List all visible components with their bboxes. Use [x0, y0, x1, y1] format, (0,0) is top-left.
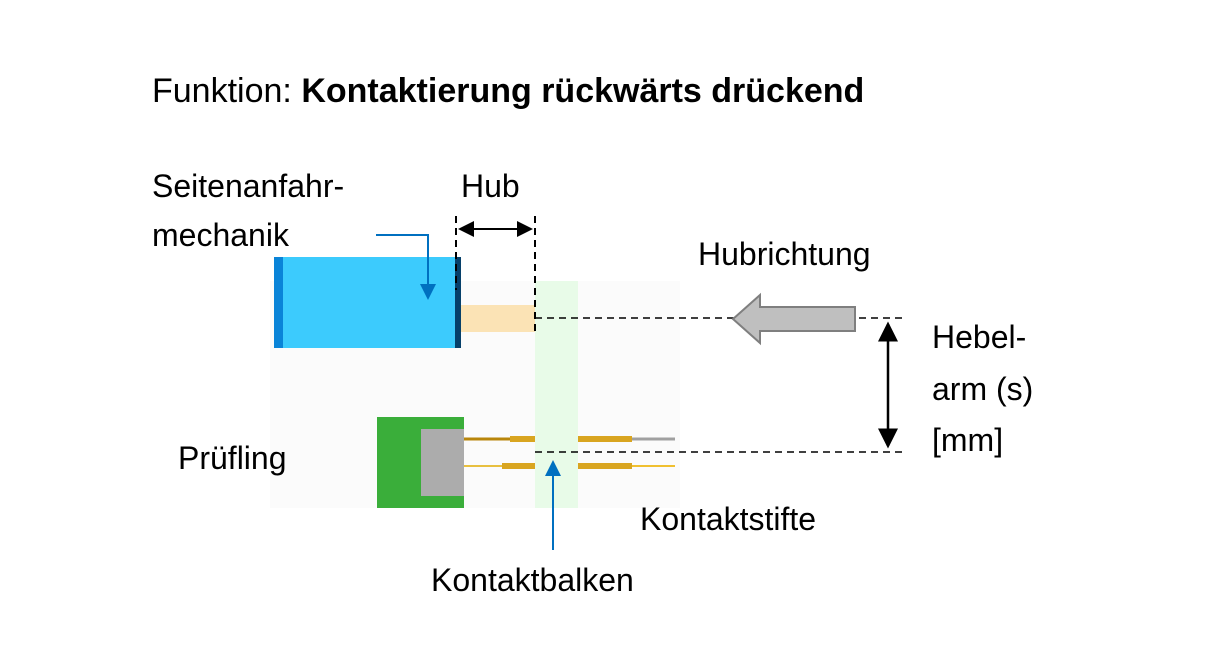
side-mechanism-block [274, 257, 461, 348]
label-side-mechanism-1: Seitenanfahr- [152, 168, 345, 204]
plunger [461, 305, 535, 332]
side-mechanism-right-edge [455, 257, 461, 348]
label-dut: Prüfling [178, 440, 287, 476]
label-stroke-direction: Hubrichtung [698, 236, 871, 272]
page-title: Funktion: Kontaktierung rückwärts drücke… [152, 72, 865, 110]
side-mechanism-left-edge [274, 257, 283, 348]
label-contact-pins: Kontaktstifte [640, 501, 817, 537]
contact-pins [464, 436, 675, 469]
stroke-direction-arrow [731, 292, 856, 346]
label-side-mechanism-2: mechanik [152, 217, 289, 253]
label-lever-1: Hebel- [932, 319, 1027, 355]
label-lever-2: arm (s) [932, 371, 1034, 407]
label-contact-bar: Kontaktbalken [431, 562, 634, 598]
contact-bar [535, 281, 578, 508]
label-lever-3: [mm] [932, 422, 1004, 458]
connector [421, 429, 464, 496]
mechanism-pointer-arrow [376, 234, 436, 300]
label-stroke: Hub [461, 168, 520, 204]
